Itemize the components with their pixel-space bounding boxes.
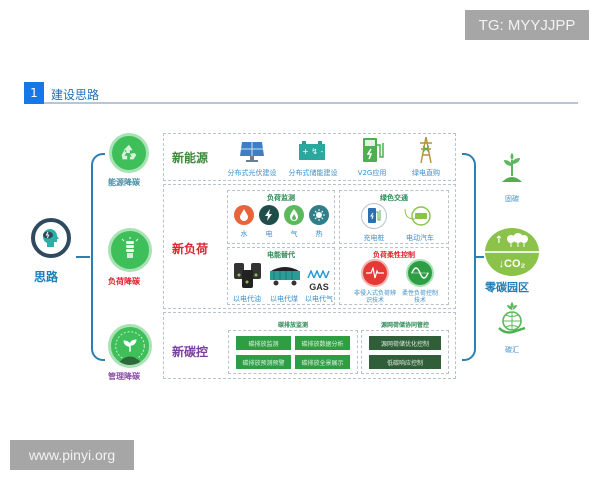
low-carbon-response-button[interactable]: 低碳响应控制 (369, 355, 441, 369)
green-transport-title: 绿色交通 (380, 194, 408, 202)
substitute-item-oil: 以电代油 (233, 295, 261, 303)
section-number: 1 (24, 82, 44, 104)
section-title: 建设思路 (51, 88, 100, 102)
flex-item-flexible-control: 柔性负荷控制技术 (401, 290, 438, 304)
substitute-item-coal: 以电代煤 (270, 295, 298, 303)
box-load-monitor (227, 190, 335, 244)
thinking-head-icon (31, 218, 71, 258)
left-item-label-load: 负荷降碳 (108, 277, 140, 286)
carbon-monitor-title: 碳排放监测 (277, 322, 308, 329)
oil-barrels-icon (232, 261, 264, 293)
monitor-item-gas: 气 (290, 230, 298, 238)
carbon-forecast-warning-button[interactable]: 碳排放预测预警 (236, 355, 291, 369)
box-coord-control (361, 330, 449, 374)
row-new-load (163, 184, 456, 309)
gas-flame-icon (284, 205, 304, 225)
sine-wave-icon (406, 259, 434, 287)
globe-hand-icon (497, 302, 527, 338)
right-label-carbon-sink: 碳汇 (505, 346, 519, 354)
coord-control-title: 源网荷储协同管控 (380, 322, 429, 329)
box-flex-load-control (339, 247, 449, 305)
energy-item-storage: 分布式储能建设 (288, 169, 338, 177)
right-center-label-zero-carbon-park: 零碳园区 (485, 281, 529, 294)
flex-item-nonintrusive: 非侵入式负荷辨识技术 (353, 290, 396, 304)
row-new-carbon-control (163, 312, 456, 379)
watermark-bottom-left: www.pinyi.org (10, 440, 134, 470)
carbon-monitor-button[interactable]: 碳排放监测 (236, 336, 291, 350)
carbon-panorama-button[interactable]: 碳排放全景展示 (295, 355, 350, 369)
v2g-charger-icon (361, 137, 385, 167)
load-monitor-title: 负荷监测 (267, 194, 295, 202)
charging-pile-icon (361, 203, 387, 229)
trees-icon (507, 233, 529, 247)
flex-control-title: 负荷柔性控制 (373, 251, 415, 259)
source-grid-optimize-button[interactable]: 源网荷储优化控制 (369, 336, 441, 350)
left-bracket (91, 153, 105, 361)
bulb-icon (108, 228, 152, 272)
energy-item-solar: 分布式光伏建设 (227, 169, 277, 177)
connector-line-right (476, 256, 484, 258)
water-icon (234, 205, 254, 225)
recycle-icon (109, 133, 149, 173)
substitution-title: 电能替代 (267, 251, 295, 259)
arrow-up-icon: ↑ (494, 234, 504, 246)
gas-text: GAS (309, 282, 329, 292)
right-bracket (462, 153, 476, 361)
battery-storage-icon: + ↯ - (298, 141, 326, 167)
carbon-data-analysis-button[interactable]: 碳排放数据分析 (295, 336, 350, 350)
row-title-new-load: 新负荷 (172, 242, 209, 256)
box-carbon-monitor (228, 330, 358, 374)
gas-icon: GAS (307, 263, 331, 292)
coal-wagon-icon (268, 265, 302, 291)
row-title-new-carbon: 新碳控 (172, 345, 209, 359)
co2-down-text: ↓CO₂ (498, 258, 526, 270)
monitor-item-heat: 热 (315, 230, 323, 238)
electricity-icon (259, 205, 279, 225)
energy-item-green-power: 绿电直购 (412, 169, 440, 177)
watermark-top-right: TG: MYYJJPP (465, 10, 589, 40)
svg-text:+ ↯ -: + ↯ - (302, 147, 323, 156)
sprout-hill-icon (108, 324, 152, 368)
plant-sprout-icon (500, 152, 524, 186)
box-green-transport (339, 190, 449, 244)
power-tower-icon (418, 136, 434, 167)
monitor-item-water: 水 (240, 230, 248, 238)
solar-panel-icon (238, 140, 266, 168)
energy-item-v2g: V2G应用 (357, 169, 387, 177)
right-label-carbon-fixation: 固碳 (505, 195, 519, 203)
transport-item-ev: 电动汽车 (406, 234, 434, 242)
substitute-item-gas: 以电代气 (305, 295, 333, 303)
heartbeat-icon (361, 259, 389, 287)
left-item-label-management: 管理降碳 (108, 372, 140, 381)
box-electric-substitution (227, 247, 335, 305)
zero-carbon-co2-icon: ↑ ↓CO₂ (485, 228, 539, 276)
center-label-thinking: 思路 (34, 270, 59, 284)
electric-car-icon (403, 205, 433, 231)
transport-item-charging-pile: 充电桩 (363, 234, 385, 242)
left-item-label-energy: 能源降碳 (108, 178, 140, 187)
section-underline (44, 102, 578, 104)
row-new-energy (163, 133, 456, 181)
row-title-new-energy: 新能源 (172, 151, 209, 165)
monitor-item-electricity: 电 (265, 230, 273, 238)
connector-line-left (76, 256, 90, 258)
heat-icon (309, 205, 329, 225)
